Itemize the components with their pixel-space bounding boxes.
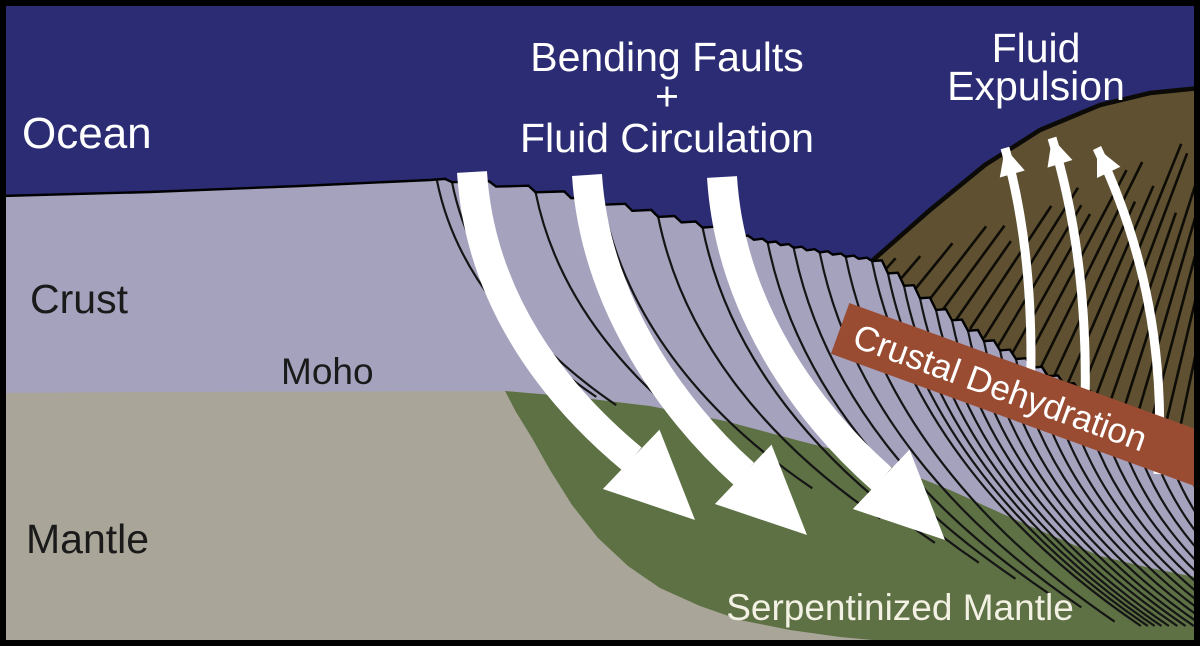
serpentinized-mantle-label: Serpentinized Mantle	[726, 587, 1074, 628]
crust-label: Crust	[30, 276, 129, 322]
banner-background	[830, 302, 1200, 495]
fluid-expulsion-label-line1: Fluid	[992, 25, 1081, 71]
wedge-top-outline	[870, 85, 1200, 263]
fluid-circulation-arrows	[457, 171, 945, 540]
mantle-label: Mantle	[26, 516, 149, 562]
moho-label: Moho	[281, 351, 374, 392]
serpentinized-mantle-region	[505, 391, 1200, 643]
bending-faults-label-line1: Bending Faults	[530, 34, 804, 80]
accretionary-wedge-region	[872, 88, 1200, 439]
bending-faults-label-line3: Fluid Circulation	[520, 115, 814, 161]
fluid-expulsion-label-line2: Expulsion	[947, 63, 1125, 109]
ocean-label: Ocean	[22, 109, 152, 158]
ocean-region	[0, 0, 1200, 445]
bending-faults-label-line2: +	[655, 73, 679, 119]
